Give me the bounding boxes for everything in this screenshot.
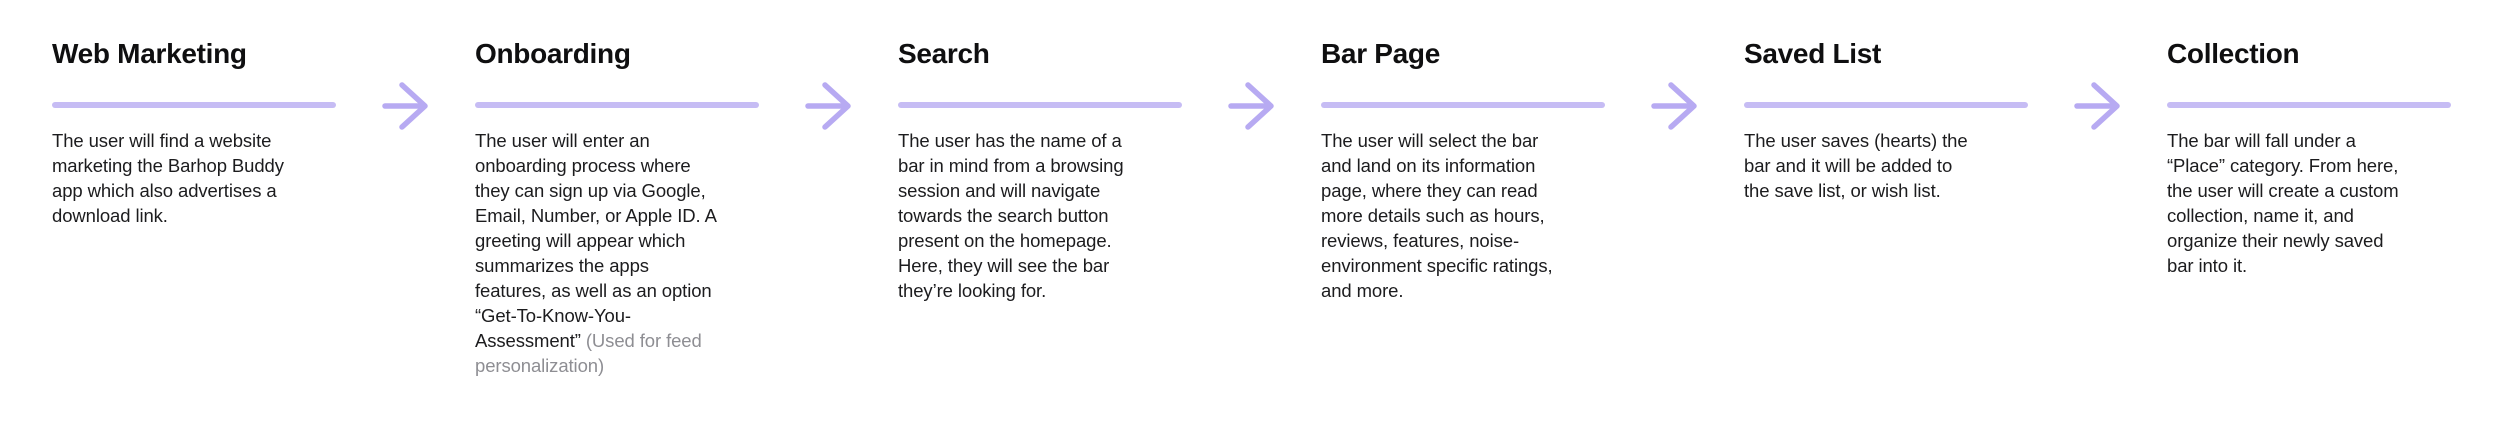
stage-collection: Collection The bar will fall under a “Pl… — [2167, 36, 2451, 278]
right-arrow-icon — [1227, 82, 1274, 130]
stage-title: Onboarding — [475, 38, 631, 69]
stage-description-text: The user will enter an onboarding proces… — [475, 130, 717, 351]
stage-description: The bar will fall under a “Place” catego… — [2167, 128, 2451, 278]
stage-description: The user will enter an onboarding proces… — [475, 128, 759, 378]
stage-description-text: The user will select the bar and land on… — [1321, 130, 1553, 301]
stage-title: Collection — [2167, 38, 2300, 69]
stage-divider — [898, 102, 1182, 108]
right-arrow-icon — [1650, 82, 1697, 130]
flow-arrow — [1605, 36, 1744, 130]
right-arrow-icon — [2073, 82, 2120, 130]
stage-divider — [1321, 102, 1605, 108]
stage-description-text: The bar will fall under a “Place” catego… — [2167, 130, 2399, 276]
stage-description: The user saves (hearts) the bar and it w… — [1744, 128, 2028, 203]
stage-description-text: The user saves (hearts) the bar and it w… — [1744, 130, 1968, 201]
stage-note: (Used for feed personalization) — [475, 330, 702, 376]
flow-arrow — [1182, 36, 1321, 130]
stage-title: Saved List — [1744, 38, 1882, 69]
stage-title: Bar Page — [1321, 38, 1440, 69]
stage-search: Search The user has the name of a bar in… — [898, 36, 1182, 303]
stage-divider — [2167, 102, 2451, 108]
stage-web-marketing: Web Marketing The user will find a websi… — [52, 36, 336, 228]
stage-divider — [475, 102, 759, 108]
stage-saved-list: Saved List The user saves (hearts) the b… — [1744, 36, 2028, 203]
stage-title: Search — [898, 38, 990, 69]
flow-arrow — [336, 36, 475, 130]
stage-divider — [1744, 102, 2028, 108]
stage-description-text: The user will find a website marketing t… — [52, 130, 284, 226]
right-arrow-icon — [804, 82, 851, 130]
stage-title: Web Marketing — [52, 38, 247, 69]
stage-bar-page: Bar Page The user will select the bar an… — [1321, 36, 1605, 303]
stage-description: The user will select the bar and land on… — [1321, 128, 1605, 303]
user-flow-diagram: Web Marketing The user will find a websi… — [52, 36, 2451, 378]
flow-arrow — [2028, 36, 2167, 130]
stage-description: The user has the name of a bar in mind f… — [898, 128, 1182, 303]
stage-divider — [52, 102, 336, 108]
right-arrow-icon — [381, 82, 428, 130]
flow-arrow — [759, 36, 898, 130]
stage-onboarding: Onboarding The user will enter an onboar… — [475, 36, 759, 378]
stage-description-text: The user has the name of a bar in mind f… — [898, 130, 1124, 301]
stage-description: The user will find a website marketing t… — [52, 128, 336, 228]
